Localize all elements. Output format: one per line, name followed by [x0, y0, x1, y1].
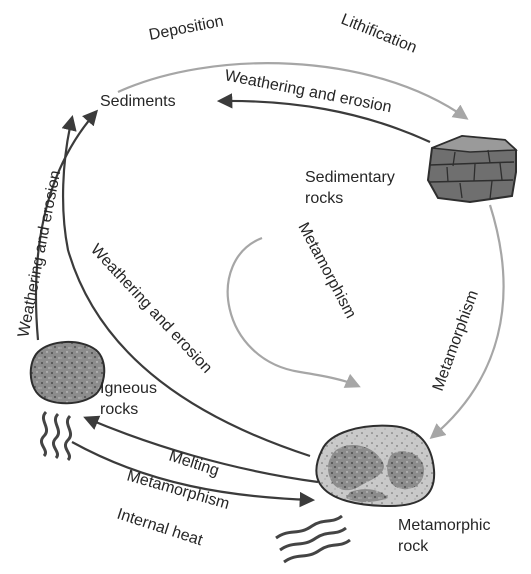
- metamorphic-rock-image: [315, 424, 436, 508]
- weathering-igneous-label: Weathering and erosion: [15, 169, 64, 339]
- weathering-metamorphic-arrow: [61, 115, 311, 458]
- weathering-sedimentary-arrow: [216, 93, 431, 144]
- metamorphism-bottom-arrow: [71, 441, 316, 508]
- melting-arrow: [83, 415, 319, 484]
- weathering-metamorphic-label: Weathering and erosion: [87, 241, 215, 377]
- sedimentary-rocks-label-line2: rocks: [305, 190, 343, 207]
- metamorphism-right-label: Metamorphism: [430, 288, 482, 393]
- deposition-lithification-arrow: [117, 62, 469, 120]
- igneous-rocks-label-line2: rocks: [100, 401, 138, 418]
- internal-heat-waves-icon: [275, 514, 351, 564]
- metamorphism-loop-arrow: [226, 236, 361, 388]
- metamorphism-right-arrow: [429, 204, 505, 439]
- deposition-label: Deposition: [148, 13, 225, 44]
- metamorphism-loop-label: Metamorphism: [294, 220, 359, 321]
- lithification-label: Lithification: [339, 11, 420, 57]
- internal-heat-label: Internal heat: [115, 506, 205, 550]
- sedimentary-rocks-label-line1: Sedimentary: [305, 169, 395, 186]
- igneous-rocks-label-line1: Igneous: [100, 380, 157, 397]
- igneous-heat-waves-icon: [39, 410, 73, 462]
- melting-label: Melting: [167, 448, 221, 480]
- sediments-label: Sediments: [100, 93, 176, 110]
- weathering-igneous-arrow: [34, 109, 99, 341]
- metamorphic-rock-label-line2: rock: [398, 538, 429, 555]
- sedimentary-rock-image: [426, 134, 518, 204]
- igneous-rock-image: [29, 340, 106, 405]
- metamorphic-rock-label-line1: Metamorphic: [398, 517, 490, 534]
